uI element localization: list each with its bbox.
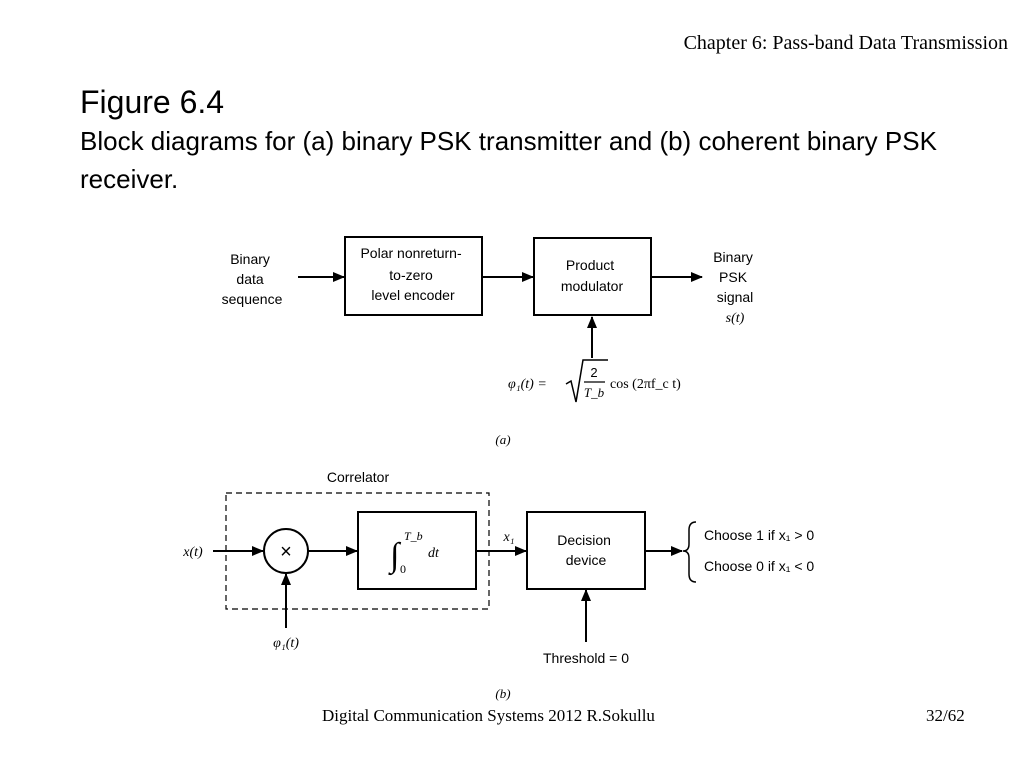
input-label-b: x(t) <box>182 545 203 560</box>
carrier-rhs: cos (2πf_c t) <box>610 377 681 392</box>
encoder-label: Polar nonreturn- to-zero level encoder <box>360 245 465 303</box>
carrier-frac-num: 2 <box>590 365 597 380</box>
figure-caption: Block diagrams for (a) binary PSK transm… <box>80 126 937 194</box>
reference-label: φ₁(t) <box>273 636 299 651</box>
input-label-a: Binary data sequence <box>222 251 283 307</box>
choice-0: Choose 0 if x₁ < 0 <box>704 558 814 574</box>
chapter-header: Chapter 6: Pass-band Data Transmission <box>683 32 1008 54</box>
modulator-block <box>533 237 652 316</box>
integral-dt: dt <box>428 546 440 561</box>
choice-1: Choose 1 if x₁ > 0 <box>704 527 814 543</box>
caption-b: (b) <box>495 686 510 701</box>
carrier-lhs: φ₁(t) = <box>508 377 547 392</box>
sqrt-sign <box>565 359 608 403</box>
footer-page-number: 32/62 <box>926 706 965 725</box>
diagram-a-transmitter: Binary data sequence Polar nonreturn- to… <box>222 236 757 447</box>
integral-upper: T_b <box>404 529 423 543</box>
figure-number: Figure 6.4 <box>80 84 225 120</box>
output-symbol: s(t) <box>726 311 745 326</box>
x1-label: x₁ <box>502 530 514 545</box>
integral-lower: 0 <box>400 562 406 576</box>
correlator-label: Correlator <box>327 469 390 485</box>
threshold-label: Threshold = 0 <box>543 650 629 666</box>
integral-sign: ∫ <box>388 537 402 576</box>
integrator-label: ∫ T_b 0 dt <box>388 529 440 576</box>
carrier-frac-den: T_b <box>584 385 605 400</box>
diagram-b-receiver: Correlator x(t) × ∫ T_b 0 dt x₁ Decision… <box>182 469 814 701</box>
output-brace <box>682 521 697 583</box>
output-label-a: Binary PSK signal <box>713 249 757 305</box>
slide-title: Figure 6.4 Block diagrams for (a) binary… <box>80 82 980 198</box>
modulator-label: Product modulator <box>561 257 624 294</box>
decision-block <box>526 511 646 590</box>
footer-course: Digital Communication Systems 2012 R.Sok… <box>322 706 655 725</box>
carrier-equation: φ₁(t) = 2 T_b cos (2πf_c t) <box>508 359 681 403</box>
integrator-block <box>357 511 477 590</box>
decision-label: Decision device <box>557 532 615 568</box>
caption-a: (a) <box>495 432 510 447</box>
multiplier-symbol: × <box>280 541 292 563</box>
